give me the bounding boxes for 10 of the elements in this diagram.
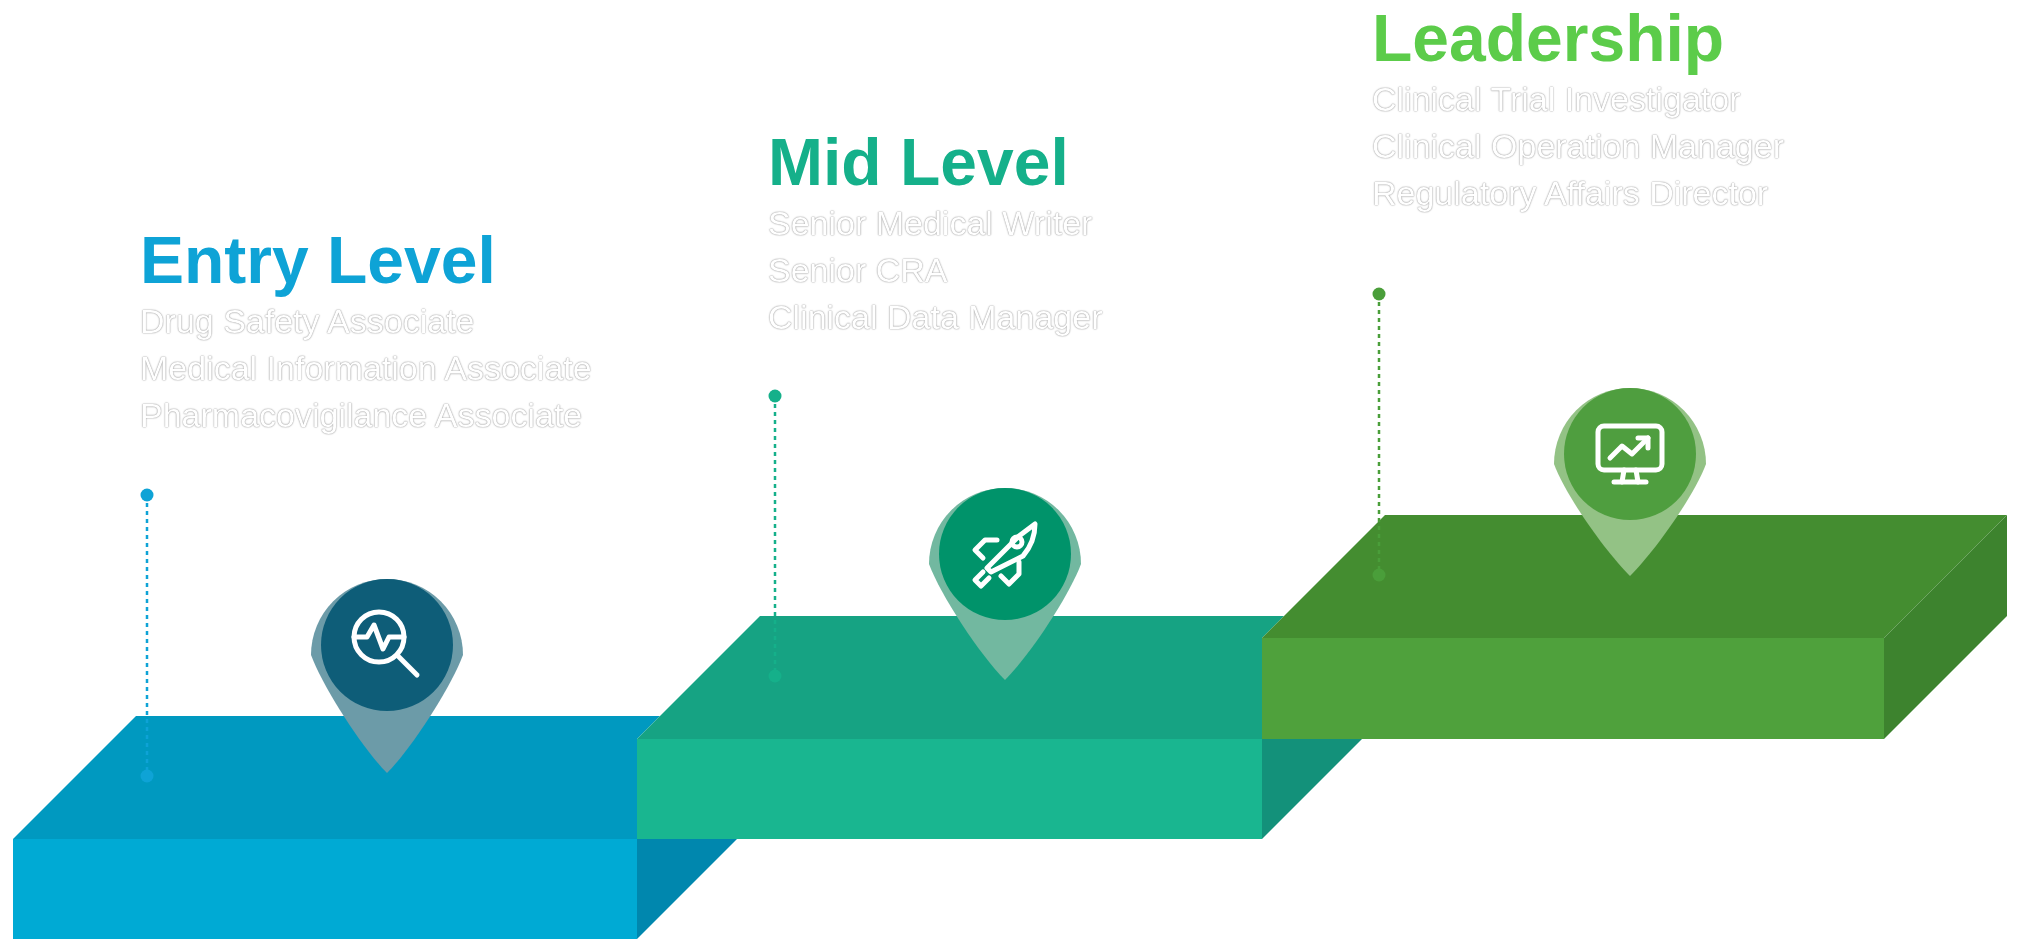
step-block [1262,515,2007,739]
step-block [637,616,1362,839]
level-heading: Leadership [1372,0,1725,76]
leader-line [1372,287,1386,582]
level-heading: Entry Level [140,222,496,298]
level-heading: Mid Level [768,124,1069,200]
job-title: Pharmacovigilance Associate [140,395,583,437]
leader-line [768,389,782,683]
step-block [13,716,737,939]
leader-line [140,488,154,783]
